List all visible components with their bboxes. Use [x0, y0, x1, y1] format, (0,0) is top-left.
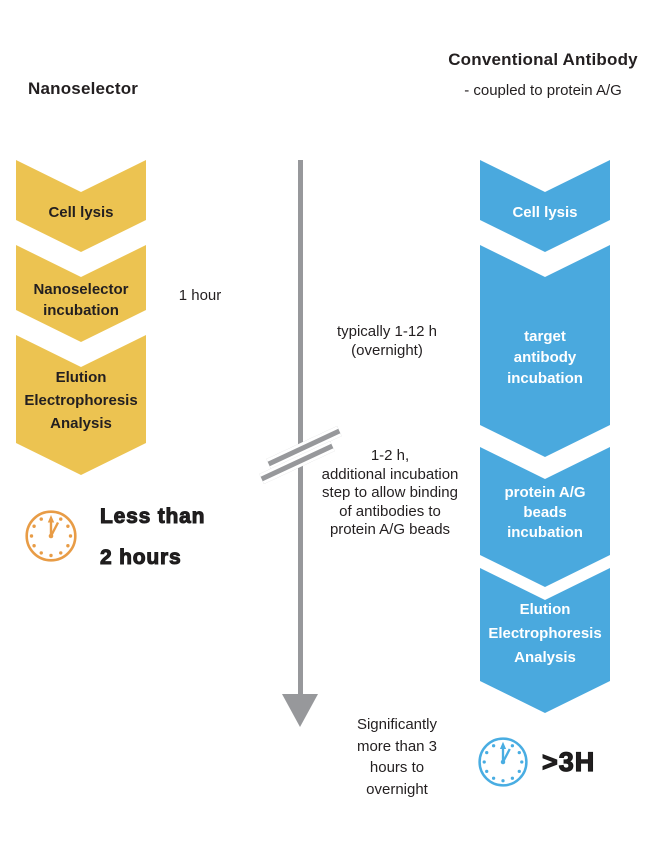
clock-icon	[25, 510, 77, 562]
timeline-annotation-significantly-more: Significantly more than 3 hours to overn…	[356, 716, 438, 798]
nanoselector-column-title: Nanoselector	[28, 79, 139, 98]
step-chevron-cell-lysis-left: Cell lysis	[16, 160, 146, 252]
step-label: target antibody incubation	[507, 327, 583, 387]
step-label: Nanoselector incubation	[33, 280, 129, 319]
step-label: protein A/G beads incubation	[504, 484, 586, 541]
step-chevron-nanoselector-incubation: Nanoselector incubation	[16, 245, 146, 342]
right-total-time: >3H	[541, 746, 596, 777]
left-duration-note: 1 hour	[178, 287, 222, 304]
step-label: Elution Electrophoresis Analysis	[488, 601, 602, 666]
step-chevron-elution-right: Elution Electrophoresis Analysis	[480, 568, 610, 713]
step-chevron-elution-left: Elution Electrophoresis Analysis	[16, 335, 146, 475]
step-chevron-target-antibody-incubation: target antibody incubation	[480, 245, 610, 457]
timeline-annotation-overnight: typically 1-12 h (overnight)	[336, 323, 438, 359]
timeline-arrowhead-icon	[282, 694, 318, 727]
timeline-arrow-shaft	[298, 160, 303, 695]
conventional-antibody-title: Conventional Antibody	[448, 50, 638, 69]
left-total-time: Less than 2 hours	[99, 505, 206, 570]
conventional-antibody-subtitle: - coupled to protein A/G	[464, 82, 622, 99]
step-label: Elution Electrophoresis Analysis	[24, 368, 138, 432]
step-chevron-cell-lysis-right: Cell lysis	[480, 160, 610, 252]
conventional-antibody-header: Conventional Antibody - coupled to prote…	[438, 50, 648, 99]
step-chevron-protein-ag-beads-incubation: protein A/G beads incubation	[480, 447, 610, 587]
step-label: Cell lysis	[48, 203, 114, 221]
step-label: Cell lysis	[512, 203, 578, 221]
timeline-annotation-additional-incubation: 1-2 h, additional incubation step to all…	[321, 447, 459, 538]
clock-icon	[478, 737, 528, 787]
